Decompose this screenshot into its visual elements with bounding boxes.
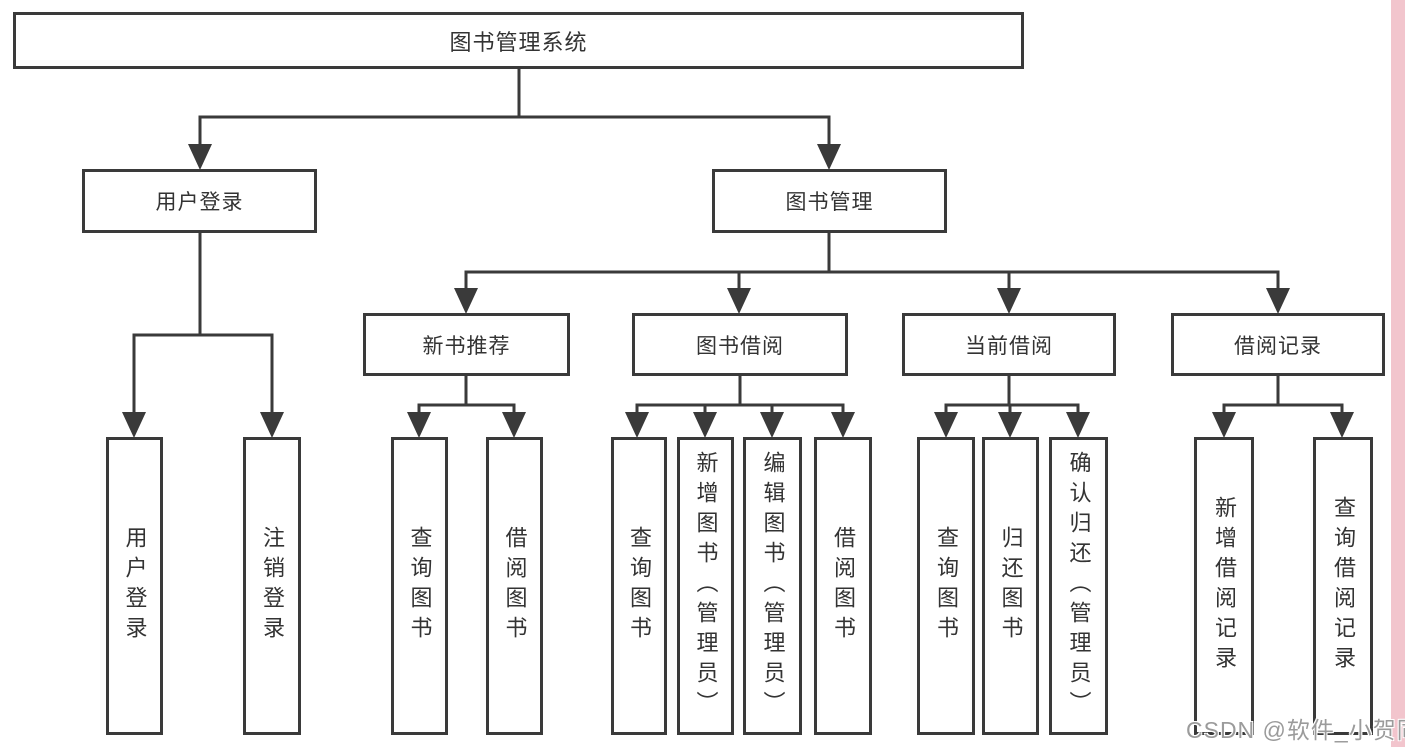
leaf-query-books-recommend: 查询图书 [391, 437, 448, 735]
arrowhead [407, 412, 431, 438]
node-library-system: 图书管理系统 [13, 12, 1024, 69]
connector-borrow-records-children [1212, 376, 1354, 438]
leaf-query-books-borrow: 查询图书 [611, 437, 667, 735]
csdn-watermark: CSDN @软件_小贺同学 [1186, 717, 1405, 743]
leaf-query-books-current: 查询图书 [917, 437, 975, 735]
leaf-user-login: 用户登录 [106, 437, 163, 735]
leaf-add-borrow-record: 新增借阅记录 [1194, 437, 1254, 735]
node-borrow-records: 借阅记录 [1171, 313, 1385, 376]
arrowhead [998, 412, 1022, 438]
node-new-book-recommend: 新书推荐 [363, 313, 570, 376]
leaf-confirm-return-admin: 确认归还（管理员） [1049, 437, 1108, 735]
connector-user-login-children [122, 233, 284, 438]
connector-root-to-level2 [188, 67, 841, 170]
leaf-borrow-books: 借阅图书 [814, 437, 872, 735]
arrowhead [693, 412, 717, 438]
arrowhead [1212, 412, 1236, 438]
connector-new-book-children [407, 376, 526, 438]
leaf-logout: 注销登录 [243, 437, 301, 735]
arrowhead [760, 412, 784, 438]
node-book-management: 图书管理 [712, 169, 947, 233]
leaf-borrow-books-recommend: 借阅图书 [486, 437, 543, 735]
arrowhead [997, 288, 1021, 314]
arrowhead [625, 412, 649, 438]
arrowhead [727, 288, 751, 314]
arrowhead [934, 412, 958, 438]
arrowhead [260, 412, 284, 438]
arrowhead [1266, 288, 1290, 314]
connector-book-management-children [454, 233, 1290, 314]
leaf-add-books-admin: 新增图书（管理员） [677, 437, 734, 735]
leaf-edit-books-admin: 编辑图书（管理员） [743, 437, 802, 735]
connector-current-borrow-children [934, 376, 1090, 438]
arrowhead [122, 412, 146, 438]
arrowhead [1066, 412, 1090, 438]
arrowhead [1330, 412, 1354, 438]
node-book-borrow: 图书借阅 [632, 313, 848, 376]
leaf-return-books: 归还图书 [982, 437, 1039, 735]
arrowhead [817, 144, 841, 170]
arrowhead [502, 412, 526, 438]
arrowhead [831, 412, 855, 438]
csdn-pink-edge-strip [1391, 0, 1405, 747]
node-current-borrow: 当前借阅 [902, 313, 1116, 376]
arrowhead [188, 144, 212, 170]
arrowhead [454, 288, 478, 314]
leaf-query-borrow-record: 查询借阅记录 [1313, 437, 1373, 735]
node-user-login: 用户登录 [82, 169, 317, 233]
connector-book-borrow-children [625, 376, 855, 438]
